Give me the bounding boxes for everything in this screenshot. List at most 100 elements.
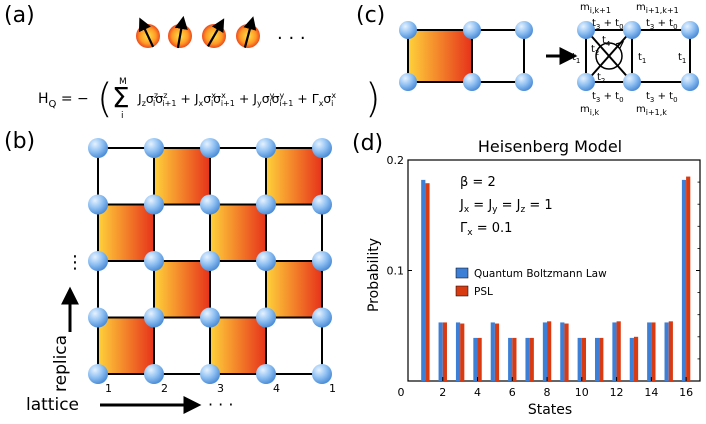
horizontal-ellipsis: · · · xyxy=(208,395,233,414)
svg-text:Jx = Jy = Jz = 1: Jx = Jy = Jz = 1 xyxy=(459,198,553,215)
lattice-node xyxy=(312,364,332,384)
node xyxy=(577,21,595,39)
node xyxy=(399,73,417,91)
bar-qbl xyxy=(664,322,669,381)
legend-label-qbl: Quantum Boltzmann Law xyxy=(474,268,607,280)
svg-text:(: ( xyxy=(97,76,113,122)
lattice-node xyxy=(256,138,276,158)
node xyxy=(515,21,533,39)
panel-b-label: (b) xyxy=(4,129,35,154)
bond-label: t3 + t0 xyxy=(646,91,678,104)
lattice-label: lattice xyxy=(26,395,79,415)
bar-psl xyxy=(564,323,569,381)
chart-title: Heisenberg Model xyxy=(478,137,622,156)
model-params: β = 2 Jx = Jy = Jz = 1 Γx = 0.1 xyxy=(459,175,553,238)
bar-psl xyxy=(633,336,639,381)
panel-c-label: (c) xyxy=(356,3,385,28)
node-label: mi+1,k+1 xyxy=(636,2,679,15)
x-tick-label: 6 xyxy=(509,386,516,399)
lattice-node xyxy=(256,194,276,215)
lattice-node xyxy=(200,194,220,215)
y-tick-label: 0.2 xyxy=(387,154,405,167)
bar-psl xyxy=(581,337,587,381)
lattice-node xyxy=(312,194,332,215)
node xyxy=(681,73,699,91)
lattice-node xyxy=(256,307,276,328)
node xyxy=(515,73,533,91)
svg-text:β = 2: β = 2 xyxy=(460,175,496,190)
node xyxy=(623,21,641,39)
bar-qbl xyxy=(629,337,634,381)
lattice-node xyxy=(144,138,164,158)
bar-qbl xyxy=(681,179,687,381)
bar-qbl xyxy=(490,322,495,381)
x-tick-label: 0 xyxy=(398,386,405,399)
column-numbers: 1 2 3 4 1 xyxy=(105,382,336,395)
lattice-node xyxy=(88,364,108,384)
bond-label: t3 + t0 xyxy=(592,91,624,104)
bar-qbl xyxy=(438,322,443,381)
node xyxy=(623,73,641,91)
node xyxy=(681,21,699,39)
node xyxy=(463,21,481,39)
node-label: mi,k xyxy=(580,104,600,117)
panel-d-label: (d) xyxy=(352,131,383,156)
legend: Quantum Boltzmann Law PSL xyxy=(455,267,607,298)
replica-label: replica xyxy=(51,335,71,392)
bar-psl xyxy=(460,323,465,381)
column-number: 2 xyxy=(161,382,168,395)
bar-psl xyxy=(477,337,482,381)
node xyxy=(463,73,481,91)
bar-psl xyxy=(651,322,656,381)
column-number: 1 xyxy=(329,382,336,395)
lattice-node xyxy=(256,364,276,384)
lattice-node xyxy=(144,307,164,328)
bond-label: t3 + t0 xyxy=(592,18,624,31)
bar-psl xyxy=(512,337,517,381)
lattice-node xyxy=(144,364,164,384)
bond-diagram xyxy=(577,21,699,91)
x-tick-label: 4 xyxy=(474,386,481,399)
svg-text:Γx = 0.1: Γx = 0.1 xyxy=(460,221,512,238)
bar-qbl xyxy=(473,337,478,381)
spin-arrow xyxy=(243,16,257,48)
bond-label: t2 xyxy=(591,44,599,57)
column-number: 4 xyxy=(273,382,280,395)
column-number: 1 xyxy=(105,382,112,395)
lattice-node xyxy=(200,364,220,384)
lattice-node xyxy=(144,194,164,215)
lattice-node xyxy=(312,307,332,328)
plaquette xyxy=(98,204,154,261)
node xyxy=(399,21,417,39)
x-tick-label: 12 xyxy=(610,386,624,399)
x-tick-label: 8 xyxy=(544,386,551,399)
bond-labels: mi,k+1 mi+1,k+1 mi,k mi+1,k t3 + t0 t3 +… xyxy=(572,2,686,117)
bar-chart xyxy=(421,176,691,381)
spin-row xyxy=(136,15,260,49)
vertical-ellipsis: ⋮ xyxy=(66,252,84,273)
bar-qbl xyxy=(612,322,617,381)
bond-label: t4 xyxy=(602,35,611,48)
y-axis-label: Probability xyxy=(366,238,382,312)
x-tick-label: 14 xyxy=(644,386,658,399)
y-tick-label: 0.1 xyxy=(387,265,405,278)
bond-label: t1 xyxy=(572,52,580,65)
node xyxy=(577,73,595,91)
plaquette xyxy=(266,148,322,205)
bar-qbl xyxy=(455,322,461,381)
column-number: 3 xyxy=(217,382,224,395)
lattice-node xyxy=(144,251,164,271)
bond-label: t1 xyxy=(678,52,686,65)
svg-text:): ) xyxy=(365,76,381,122)
bar-qbl xyxy=(577,337,582,381)
lattice-node xyxy=(200,307,220,328)
spin-arrow xyxy=(206,18,225,48)
plaquette xyxy=(154,261,210,318)
bar-psl xyxy=(425,183,430,381)
svg-text:HQ = −: HQ = − xyxy=(38,91,89,110)
bar-psl xyxy=(529,337,534,381)
